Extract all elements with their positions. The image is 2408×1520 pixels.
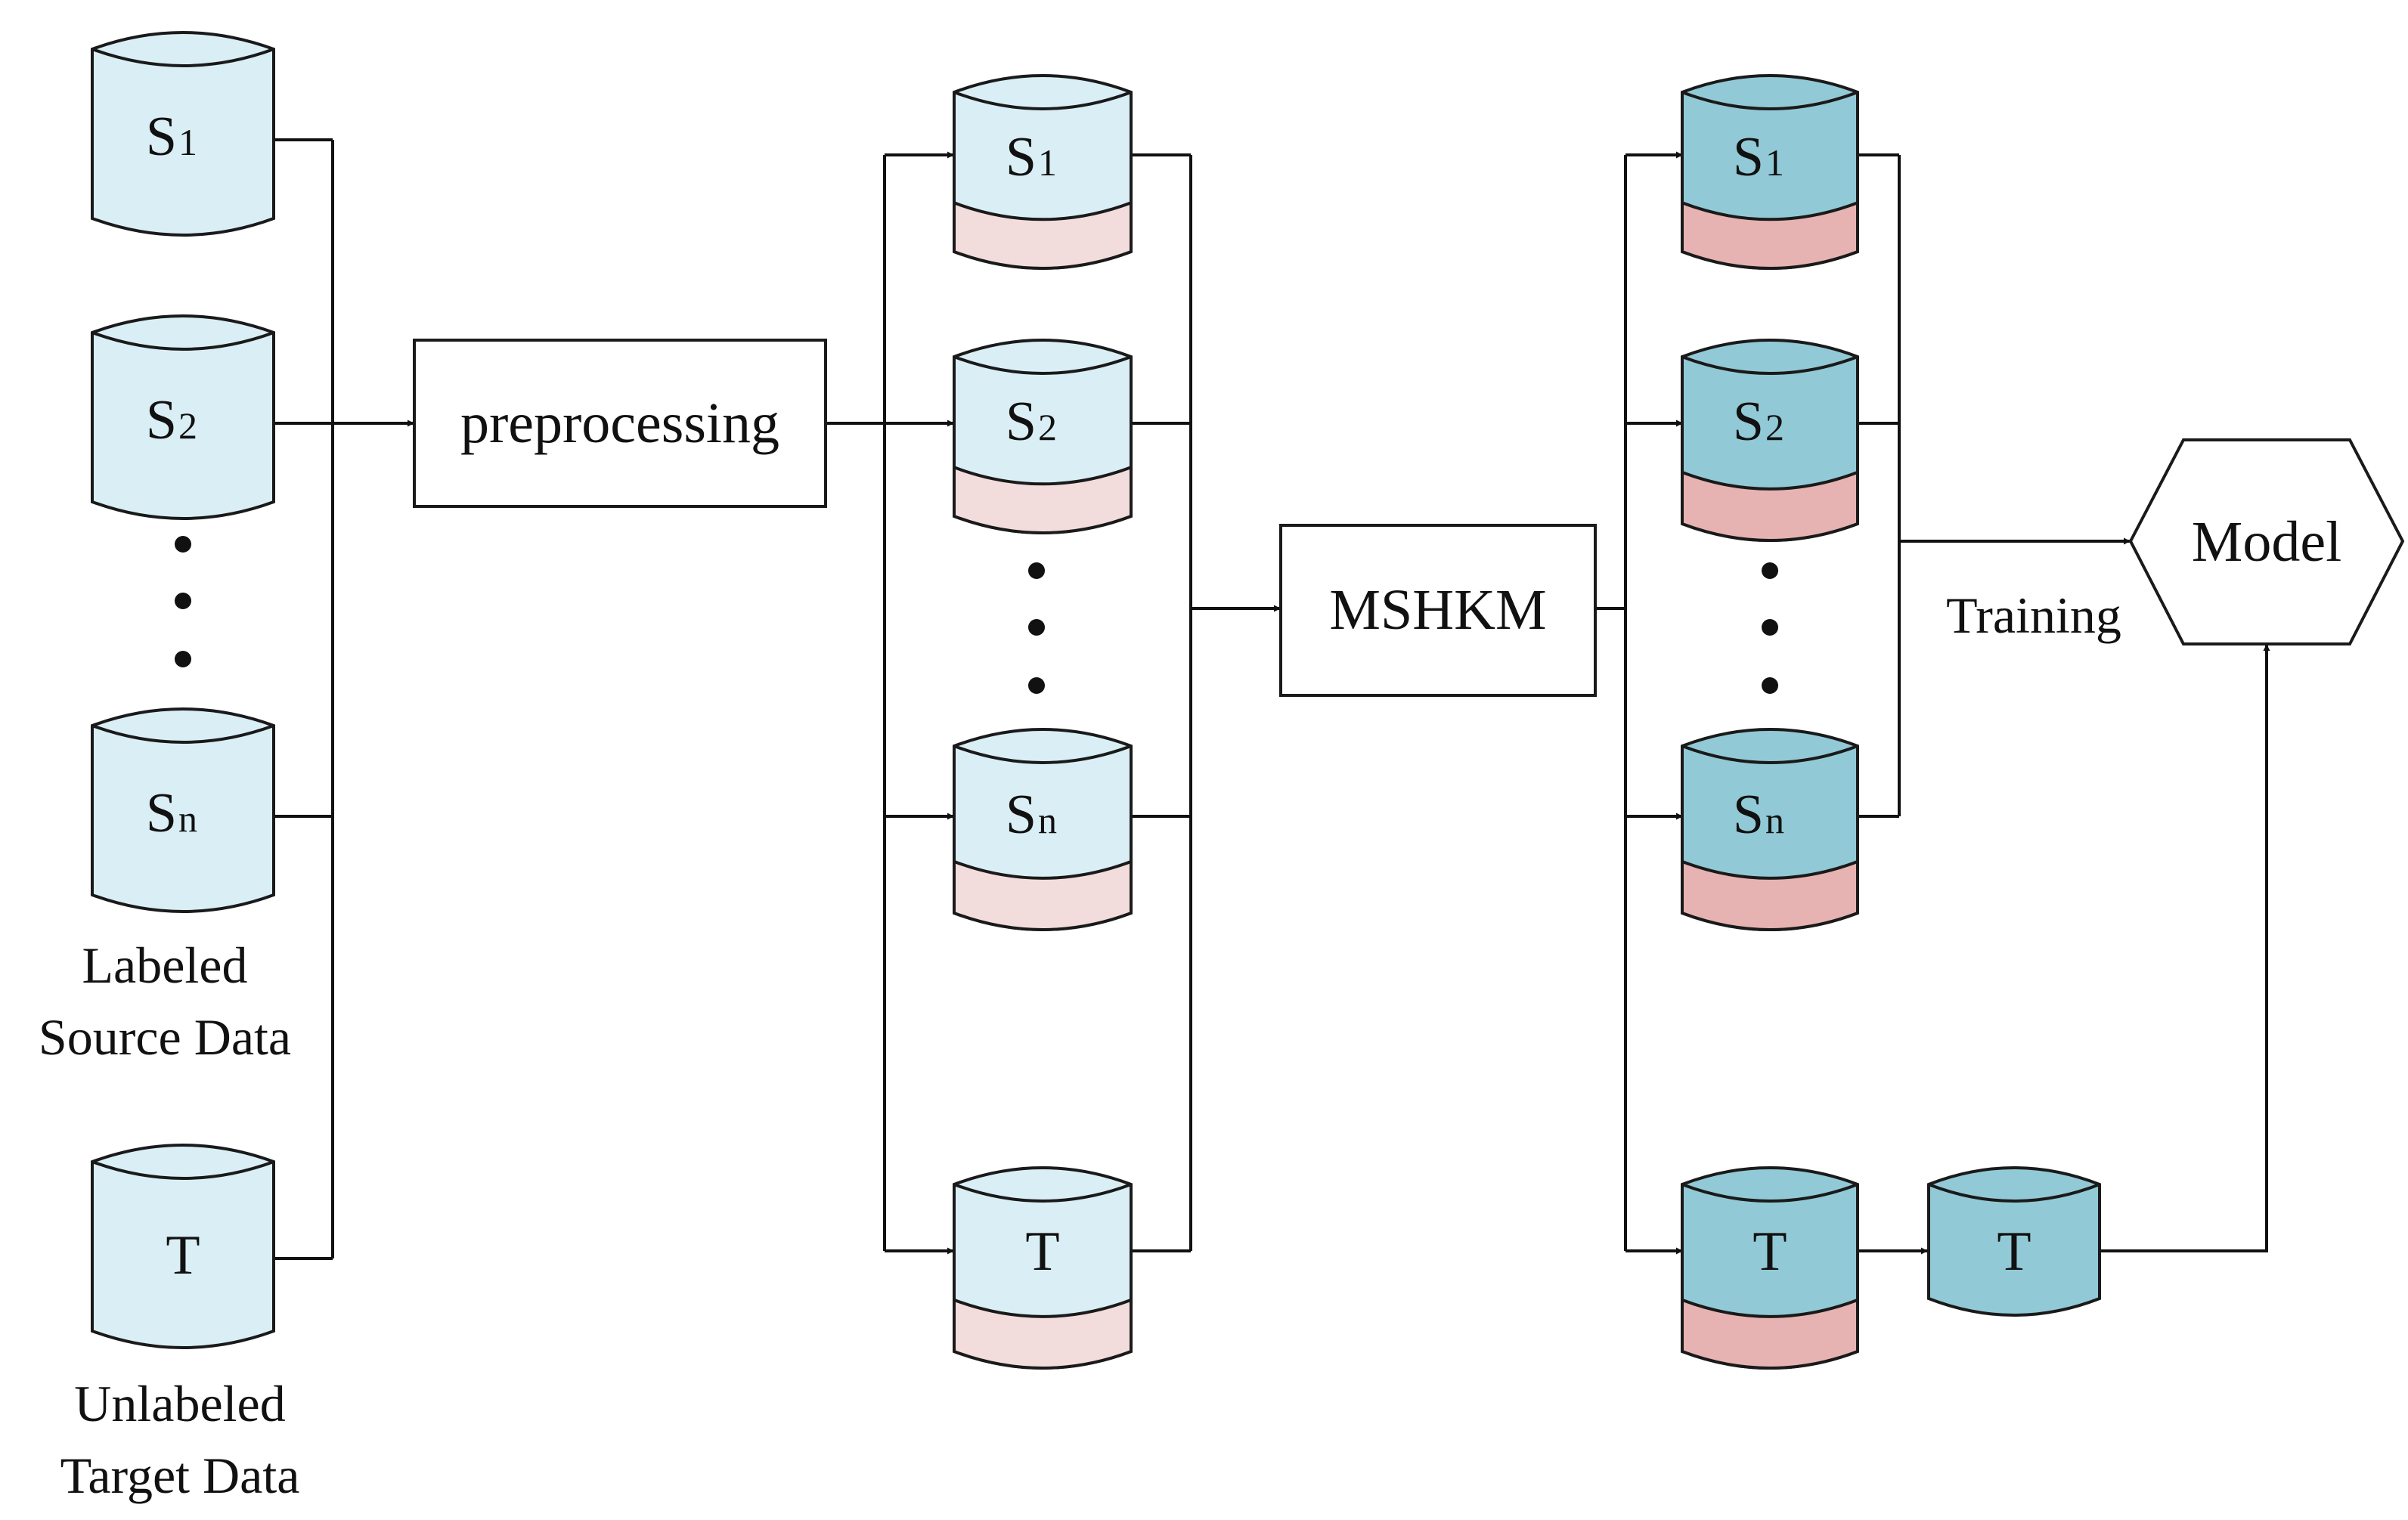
- database-label: S: [1733, 391, 1764, 453]
- labeled-caption-line2: Source Data: [39, 1008, 291, 1066]
- cylinder-band: [953, 1298, 1133, 1370]
- cylinder-rim: [91, 48, 274, 67]
- database-t-final: T: [1927, 1166, 2101, 1317]
- mshkm-box: MSHKM: [1279, 524, 1597, 697]
- database-label: S: [1733, 784, 1764, 846]
- cylinder-body: [91, 314, 275, 520]
- database-s2-processed: S 2: [1681, 339, 1859, 542]
- database-label: S: [146, 106, 177, 168]
- labeled-caption-line1: Labeled: [82, 936, 248, 994]
- cylinder-rim: [953, 745, 1132, 764]
- connector-lines: [274, 138, 2270, 1260]
- database-label: S: [1006, 126, 1037, 188]
- cylinder-band: [1681, 859, 1859, 931]
- cylinder-body: [1927, 1166, 2101, 1317]
- cylinder-rim: [1681, 355, 1858, 375]
- database-subscript: 1: [1765, 141, 1784, 184]
- cylinder-rim: [953, 91, 1132, 110]
- database-label: T: [166, 1224, 200, 1286]
- database-sn: S n: [91, 707, 275, 913]
- database-s1-preprocessed: S 1: [953, 74, 1133, 270]
- database-s2: S 2: [91, 314, 275, 520]
- cylinder-band: [953, 859, 1133, 931]
- database-subscript: n: [1038, 799, 1057, 841]
- database-s1: S 1: [91, 31, 275, 237]
- database-label: S: [1733, 126, 1764, 188]
- database-label: T: [1025, 1221, 1059, 1283]
- database-sn-preprocessed: S n: [953, 728, 1133, 931]
- cylinder-rim: [91, 331, 274, 351]
- cylinder-band: [1681, 200, 1859, 270]
- database-subscript: 1: [178, 121, 197, 163]
- mshkm-label: MSHKM: [1329, 578, 1546, 642]
- database-s1-processed: S 1: [1681, 74, 1859, 270]
- cylinder-rim: [1681, 91, 1858, 110]
- database-label: S: [146, 389, 177, 451]
- cylinder-band: [953, 465, 1133, 534]
- database-t-processed: T: [1681, 1166, 1859, 1370]
- database-subscript: n: [178, 797, 197, 840]
- raw-data-column: S 1 S 2 S n Labeled Source Data T Unlabe…: [39, 31, 300, 1504]
- preprocessing-box: preprocessing: [413, 339, 827, 508]
- cylinder-rim: [953, 1183, 1132, 1203]
- database-label: S: [1006, 391, 1037, 453]
- database-s2-preprocessed: S 2: [953, 339, 1133, 534]
- preprocessing-label: preprocessing: [460, 392, 779, 455]
- ellipsis-dots: [175, 536, 191, 667]
- cylinder-band: [1681, 470, 1859, 542]
- database-t: T: [91, 1144, 275, 1349]
- database-subscript: 2: [178, 404, 197, 447]
- database-t-preprocessed: T: [953, 1166, 1133, 1370]
- cylinder-rim: [953, 355, 1132, 375]
- cylinder-rim: [1928, 1183, 2100, 1203]
- database-subscript: 2: [1038, 406, 1057, 448]
- ellipsis-dots: [1762, 562, 1778, 694]
- preprocessed-column: S 1 S 2 S n T: [953, 74, 1133, 1370]
- cylinder-rim: [91, 724, 274, 744]
- model-label: Model: [2192, 510, 2341, 574]
- unlabeled-caption-line1: Unlabeled: [74, 1375, 285, 1432]
- database-label: T: [1753, 1221, 1787, 1283]
- cylinder-body: [91, 31, 275, 237]
- cylinder-band: [1681, 1298, 1859, 1370]
- processed-column: S 1 S 2 S n T T: [1681, 74, 2101, 1370]
- database-subscript: n: [1765, 799, 1784, 841]
- cylinder-rim: [1681, 1183, 1858, 1203]
- cylinder-rim: [91, 1160, 274, 1180]
- database-sn-processed: S n: [1681, 728, 1859, 931]
- cylinder-rim: [1681, 745, 1858, 764]
- cylinder-band: [953, 200, 1133, 270]
- database-subscript: 1: [1038, 141, 1057, 184]
- database-label: S: [1006, 784, 1037, 846]
- arrow-t-to-model: [2099, 644, 2270, 1252]
- model-node: Model: [2128, 438, 2405, 645]
- cylinder-body: [91, 1144, 275, 1349]
- database-label: S: [146, 782, 177, 844]
- ellipsis-dots: [1028, 562, 1045, 694]
- training-label: Training: [1946, 587, 2121, 644]
- unlabeled-caption-line2: Target Data: [60, 1447, 300, 1504]
- database-subscript: 2: [1765, 406, 1784, 448]
- cylinder-body: [91, 707, 275, 913]
- database-label: T: [1997, 1221, 2031, 1283]
